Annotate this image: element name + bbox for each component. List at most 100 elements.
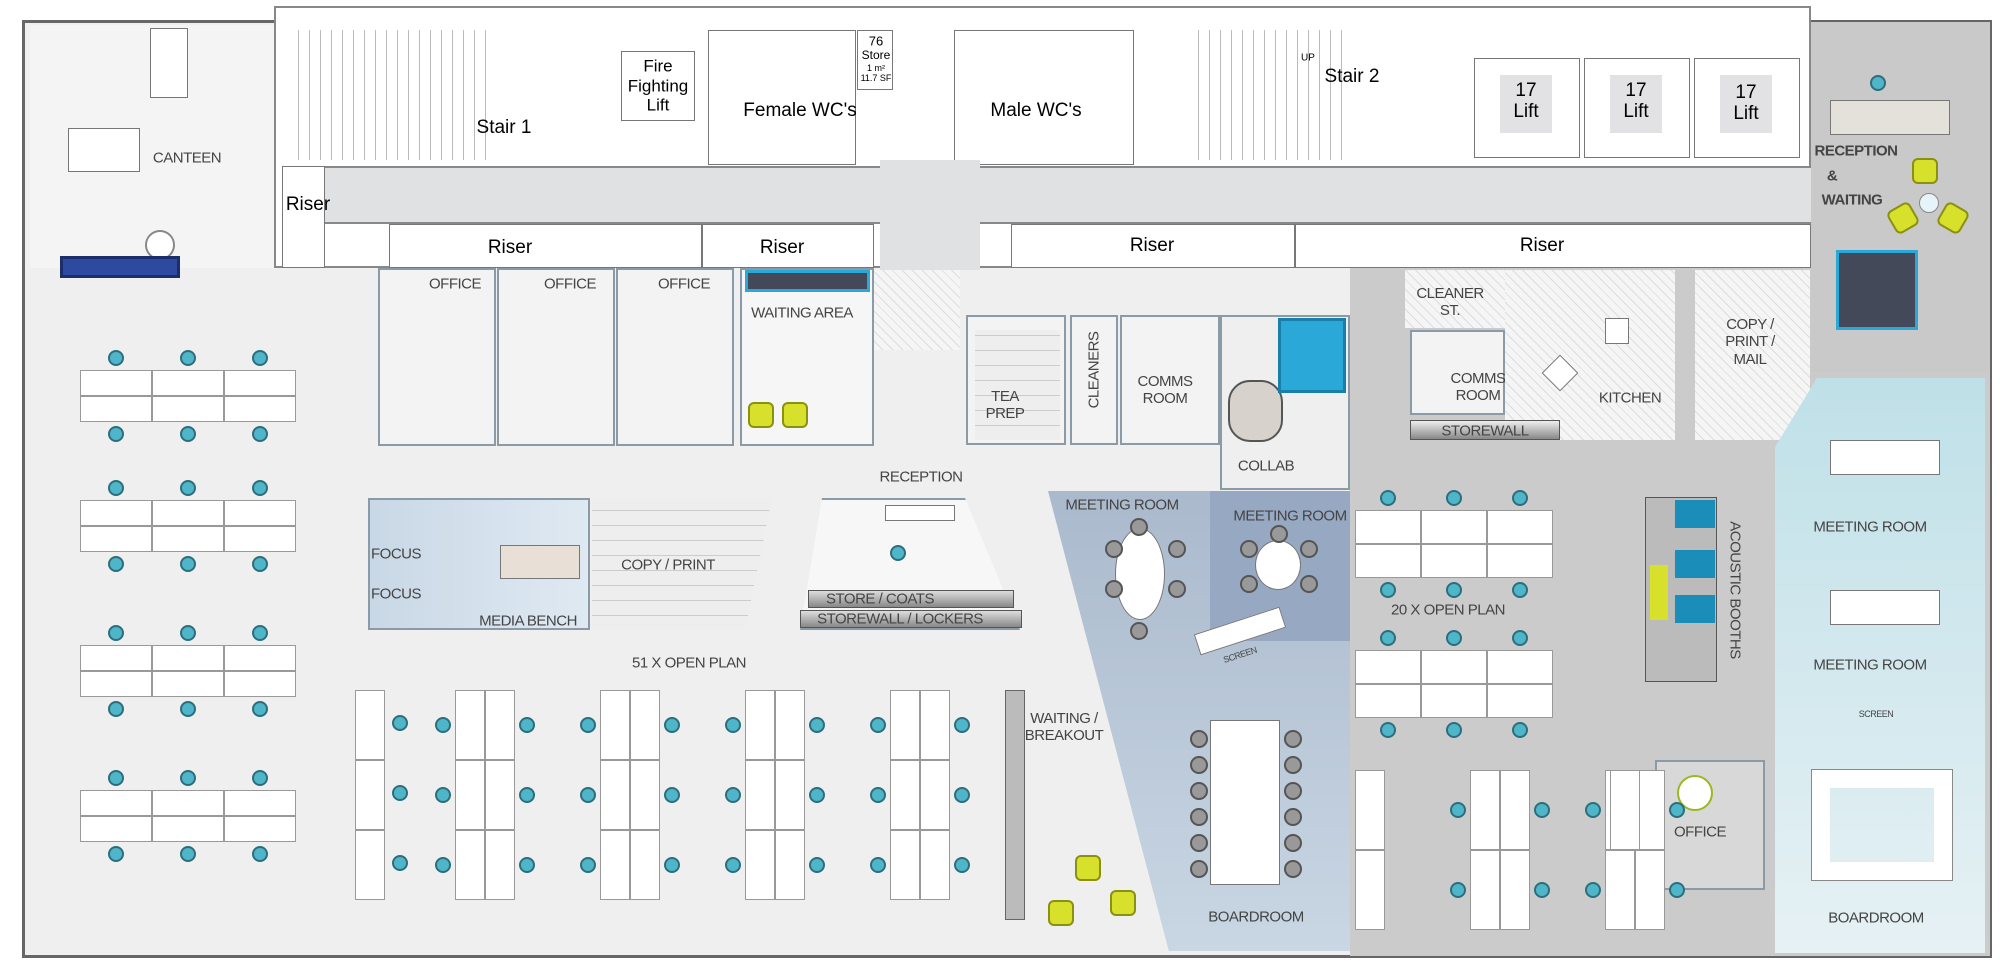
boardroom-table: [1210, 720, 1280, 885]
chair: [870, 857, 886, 873]
meeting-chair: [1300, 540, 1318, 558]
desk: [224, 500, 296, 526]
kitchen-area: [1505, 270, 1675, 440]
chair: [519, 787, 535, 803]
chair: [1450, 882, 1466, 898]
desk: [775, 690, 805, 760]
riser-3: [1011, 224, 1295, 268]
desk: [890, 760, 920, 830]
media-bench-table: [500, 545, 580, 579]
collab-sofa: [1278, 318, 1346, 393]
canteen-table-2: [68, 128, 140, 172]
desk: [890, 690, 920, 760]
desk: [152, 396, 224, 422]
chair: [252, 350, 268, 366]
riser-4-label: Riser: [1519, 235, 1565, 257]
chair: [1446, 582, 1462, 598]
chair: [725, 857, 741, 873]
boardroom-2-table: [1811, 769, 1953, 881]
desk: [152, 671, 224, 697]
chair: [1446, 722, 1462, 738]
canteen-label: CANTEEN: [152, 149, 222, 167]
desk: [355, 760, 385, 830]
chair: [108, 625, 124, 641]
open-plan-20-label: 20 x OPEN PLAN: [1391, 601, 1505, 619]
desk: [152, 526, 224, 552]
breakout-chair: [1075, 855, 1101, 881]
boardroom-chair: [1284, 860, 1302, 878]
chair: [108, 770, 124, 786]
stair-1-label: Stair 1: [476, 117, 532, 139]
desk: [1500, 770, 1530, 850]
chair: [870, 717, 886, 733]
desk: [152, 816, 224, 842]
lift-2-label: Lift: [1623, 101, 1649, 123]
boardroom-chair: [1284, 756, 1302, 774]
reception-label: RECEPTION: [879, 468, 963, 486]
desk: [1635, 850, 1665, 930]
lift-3-num: 17: [1735, 82, 1757, 104]
copy-print-label: COPY / PRINT: [621, 556, 715, 574]
female-wc-label: Female WC's: [743, 100, 857, 122]
meeting-table-4: [1830, 590, 1940, 625]
desk: [80, 500, 152, 526]
cleaner-st-label: CLEANER ST.: [1416, 284, 1484, 319]
lift-1-num: 17: [1515, 80, 1537, 102]
copy-print-mail-room: [1695, 270, 1810, 440]
entrance-lobby: [874, 270, 960, 350]
office-2: [497, 268, 615, 446]
desk: [745, 830, 775, 900]
cleaner-store: [1405, 270, 1505, 328]
lift-car-3: [1720, 75, 1772, 133]
reception-waiting-line1: RECEPTION: [1814, 142, 1898, 160]
collab-table: [1228, 380, 1283, 442]
boardroom-chair: [1284, 730, 1302, 748]
chair: [180, 480, 196, 496]
fire-fighting-lift: [621, 51, 695, 121]
storewall-lockers: [800, 610, 1022, 628]
chair: [1669, 802, 1685, 818]
chair: [108, 426, 124, 442]
chair: [954, 857, 970, 873]
riser-left: [282, 166, 325, 268]
desk: [1355, 850, 1385, 930]
storewall-lockers-label: STOREWALL / LOCKERS: [817, 610, 983, 628]
stair-up-label: UP: [1301, 52, 1315, 64]
stair-1: [288, 30, 488, 160]
chair: [1380, 490, 1396, 506]
boardroom-2-label: BOARDROOM: [1828, 909, 1924, 927]
breakout-chair: [1048, 900, 1074, 926]
desk: [485, 760, 515, 830]
chair: [1512, 630, 1528, 646]
desk: [600, 830, 630, 900]
waiting-chair: [782, 402, 808, 428]
chair: [252, 556, 268, 572]
female-wc: [708, 30, 856, 165]
fire-lift-label: Fire Fighting Lift: [627, 56, 689, 115]
desk: [600, 690, 630, 760]
lift-2-num: 17: [1625, 80, 1647, 102]
coffee-table: [1919, 193, 1939, 213]
chair: [519, 717, 535, 733]
desk: [1355, 770, 1385, 850]
desk: [1355, 510, 1421, 544]
lift-lobby-corridor: [325, 166, 1811, 224]
boardroom-chair: [1190, 756, 1208, 774]
desk: [80, 645, 152, 671]
chair: [108, 350, 124, 366]
meeting-chair: [1168, 540, 1186, 558]
riser-1-label: Riser: [487, 237, 533, 259]
meeting-table-3: [1830, 440, 1940, 475]
chair: [809, 717, 825, 733]
desk: [224, 370, 296, 396]
cleaners-label: CLEANERS: [1085, 331, 1103, 409]
storewall-label: STOREWALL: [1441, 422, 1529, 440]
lift-car-1: [1500, 75, 1552, 133]
desk: [355, 690, 385, 760]
desk: [80, 526, 152, 552]
office-4-label: OFFICE: [1674, 823, 1727, 841]
desk: [485, 690, 515, 760]
office-3-label: OFFICE: [658, 275, 711, 293]
desk: [1487, 510, 1553, 544]
desk: [1635, 770, 1665, 850]
